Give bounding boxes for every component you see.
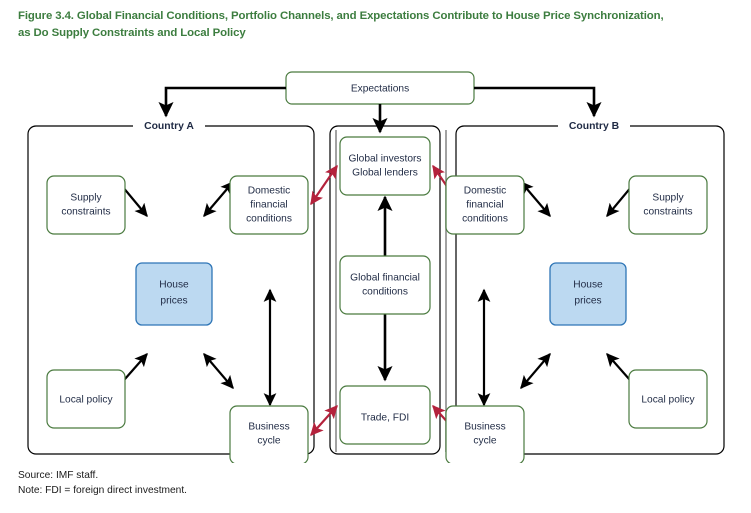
- supply-constraints-label-a-line2: constraints: [61, 207, 110, 218]
- local-policy-label-a: Local policy: [59, 395, 113, 406]
- business-cycle-box-a: [229, 405, 309, 463]
- country-a-label: Country A: [144, 121, 194, 132]
- country-a-frame: [27, 125, 315, 455]
- expectations-label: Expectations: [351, 84, 409, 95]
- house-prices-label-b-line2: prices: [574, 296, 601, 307]
- global-node-investors-lenders[interactable]: Global investors Global lenders: [339, 136, 431, 196]
- global-node-financial-conditions[interactable]: Global financial conditions: [339, 255, 431, 315]
- country-a-panel: Country A: [27, 121, 315, 455]
- business-cycle-label-b-line1: Business: [464, 422, 505, 433]
- figure-title: Figure 3.4. Global Financial Conditions,…: [18, 8, 734, 41]
- domestic-financial-label-b-line3: conditions: [462, 214, 508, 225]
- country-b-frame: [455, 125, 725, 455]
- definition-note: Note: FDI = foreign direct investment.: [18, 485, 188, 496]
- supply-constraints-label-b-line2: constraints: [643, 207, 692, 218]
- house-prices-label-a-line2: prices: [160, 296, 187, 307]
- figure-footer: Source: IMF staff. Note: FDI = foreign d…: [18, 468, 187, 498]
- domestic-financial-label-a-line2: financial: [250, 200, 287, 211]
- country-b-node-house-prices[interactable]: House prices: [549, 262, 627, 326]
- source-note: Source: IMF staff.: [18, 470, 99, 481]
- house-prices-box-a: [135, 262, 213, 326]
- expectations-node[interactable]: Expectations: [285, 71, 475, 105]
- house-prices-label-b-line1: House: [573, 280, 603, 291]
- business-cycle-label-a-line1: Business: [248, 422, 289, 433]
- supply-constraints-label-b-line1: Supply: [652, 193, 684, 204]
- local-policy-box-b: [628, 369, 708, 429]
- country-a-node-domestic-financial-conditions[interactable]: Domestic financial conditions: [229, 175, 309, 235]
- arrow-a-business-to-trade-fdi: [310, 405, 338, 436]
- trade-fdi-box: [339, 385, 431, 445]
- arrow-expectations-to-country-a: [158, 86, 286, 118]
- country-b-label: Country B: [569, 121, 620, 132]
- domestic-financial-label-b-line1: Domestic: [464, 186, 506, 197]
- business-cycle-label-b-line2: cycle: [473, 436, 497, 447]
- arrow-b-house-to-domestic: [520, 180, 551, 218]
- global-frame: [329, 125, 441, 455]
- local-policy-box-a: [46, 369, 126, 429]
- global-financial-label-line2: conditions: [362, 287, 408, 298]
- country-a-node-supply-constraints[interactable]: Supply constraints: [46, 175, 126, 235]
- business-cycle-box-b: [445, 405, 525, 463]
- domestic-financial-label-a-line1: Domestic: [248, 186, 290, 197]
- figure-title-line2: as Do Supply Constraints and Local Polic…: [18, 26, 246, 39]
- supply-constraints-box-b: [628, 175, 708, 235]
- domestic-financial-box-a: [229, 175, 309, 235]
- arrow-a-domestic-to-global-investors: [310, 164, 338, 206]
- house-prices-box-b: [549, 262, 627, 326]
- diagram-canvas: Expectations Country A: [0, 58, 751, 463]
- domestic-financial-box-b: [445, 175, 525, 235]
- country-b-node-supply-constraints[interactable]: Supply constraints: [628, 175, 708, 235]
- country-b-panel: Country B: [455, 121, 725, 455]
- supply-constraints-label-a-line1: Supply: [70, 193, 102, 204]
- arrow-a-house-to-domestic: [203, 180, 234, 218]
- business-cycle-label-a-line2: cycle: [257, 436, 281, 447]
- country-b-node-domestic-financial-conditions[interactable]: Domestic financial conditions: [445, 175, 525, 235]
- global-node-trade-fdi[interactable]: Trade, FDI: [339, 385, 431, 445]
- domestic-financial-label-a-line3: conditions: [246, 214, 292, 225]
- global-investors-box: [339, 136, 431, 196]
- country-a-node-house-prices[interactable]: House prices: [135, 262, 213, 326]
- country-a-node-business-cycle[interactable]: Business cycle: [229, 405, 309, 463]
- global-financial-label-line1: Global financial: [350, 273, 420, 284]
- local-policy-label-b: Local policy: [641, 395, 695, 406]
- global-investors-label-line1: Global investors: [348, 154, 421, 165]
- domestic-financial-label-b-line2: financial: [466, 200, 503, 211]
- arrow-a-house-to-business: [203, 352, 234, 390]
- figure-title-line1: Figure 3.4. Global Financial Conditions,…: [18, 10, 664, 22]
- global-financial-box: [339, 255, 431, 315]
- global-investors-label-line2: Global lenders: [352, 168, 418, 179]
- expectations-connectors: [158, 86, 602, 134]
- trade-fdi-label: Trade, FDI: [361, 413, 409, 424]
- country-b-node-local-policy[interactable]: Local policy: [628, 369, 708, 429]
- house-prices-label-a-line1: House: [159, 280, 189, 291]
- arrow-expectations-to-country-b: [474, 86, 602, 118]
- supply-constraints-box-a: [46, 175, 126, 235]
- country-a-node-local-policy[interactable]: Local policy: [46, 369, 126, 429]
- country-b-node-business-cycle[interactable]: Business cycle: [445, 405, 525, 463]
- arrow-b-house-to-business: [520, 352, 551, 390]
